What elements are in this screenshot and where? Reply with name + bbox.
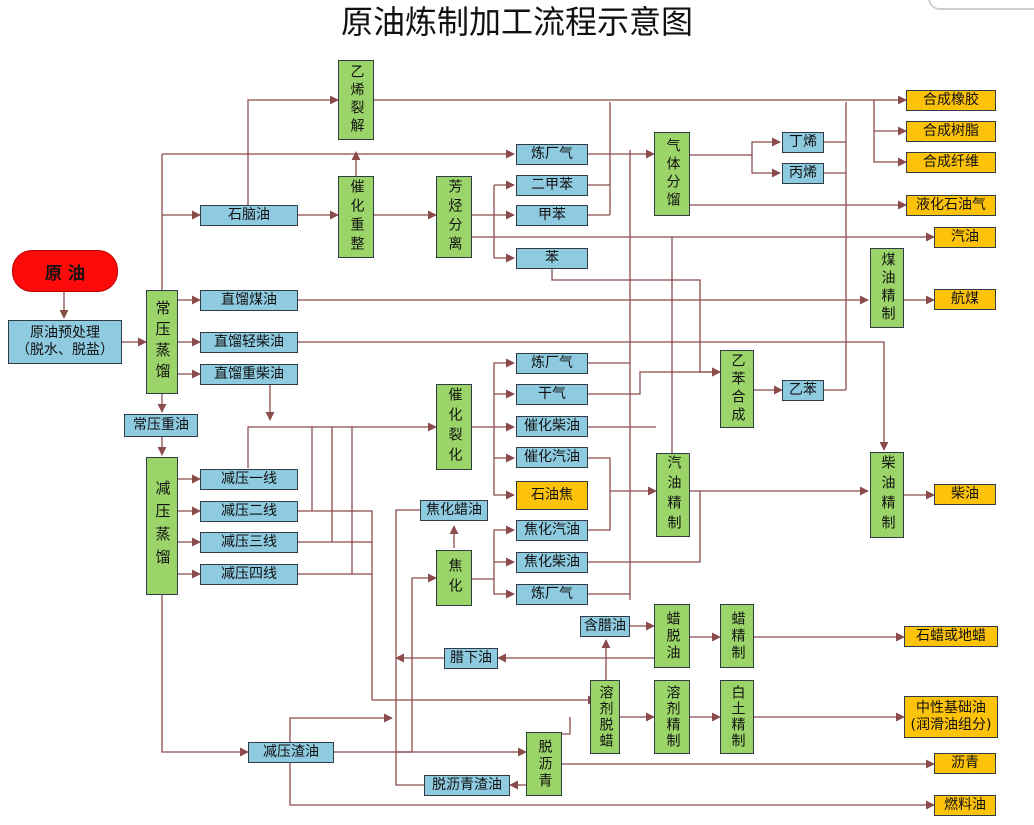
xylene-node: 二甲苯 xyxy=(516,175,588,196)
gasoline-refining-node: 汽油精制 xyxy=(656,453,690,537)
ethylbenzene-synthesis-node: 乙苯合成 xyxy=(720,350,754,428)
atmospheric-distillation-node: 常压蒸馏 xyxy=(146,290,178,394)
gas-fractionation-node: 气体分馏 xyxy=(654,132,690,216)
fcc-diesel-node: 催化柴油 xyxy=(516,416,588,437)
product-jet-fuel: 航煤 xyxy=(934,289,996,310)
petroleum-coke-node: 石油焦 xyxy=(516,481,588,510)
propylene-node: 丙烯 xyxy=(782,163,824,184)
straight-run-heavy-gasoil-node: 直馏重柴油 xyxy=(200,364,298,385)
vacuum-cut-1-node: 减压一线 xyxy=(200,469,298,490)
product-lpg: 液化石油气 xyxy=(906,195,996,216)
refinery-gas-3-node: 炼厂气 xyxy=(516,584,588,605)
benzene-node: 苯 xyxy=(516,248,588,269)
product-synthetic-resin: 合成树脂 xyxy=(906,121,996,142)
vacuum-cut-4-node: 减压四线 xyxy=(200,564,298,585)
refinery-gas-2-node: 炼厂气 xyxy=(516,353,588,374)
coker-gasoil-node: 焦化蜡油 xyxy=(420,500,488,521)
vacuum-cut-3-node: 减压三线 xyxy=(200,532,298,553)
wax-refining-node: 蜡精制 xyxy=(720,604,754,668)
vacuum-distillation-node: 减压蒸馏 xyxy=(146,457,178,595)
wax-deoiling-node: 蜡脱油 xyxy=(654,604,690,668)
page-title: 原油炼制加工流程示意图 xyxy=(340,3,693,41)
diesel-refining-node: 柴油精制 xyxy=(870,452,904,538)
product-diesel: 柴油 xyxy=(934,484,996,505)
coking-node: 焦化 xyxy=(436,550,472,606)
ethylene-cracking-node: 乙烯裂解 xyxy=(338,60,374,140)
catalytic-reforming-node: 催化重整 xyxy=(338,176,374,258)
vacuum-cut-2-node: 减压二线 xyxy=(200,501,298,522)
deasphalting-node: 脱沥青 xyxy=(526,732,562,796)
butylene-node: 丁烯 xyxy=(782,132,824,153)
product-lube-base-oil: 中性基础油 (润滑油组分) xyxy=(904,696,998,738)
fcc-gasoline-node: 催化汽油 xyxy=(516,447,588,468)
pretreatment-node: 原油预处理 （脱水、脱盐） xyxy=(8,320,122,364)
waxy-oil-node: 含腊油 xyxy=(580,616,630,637)
product-asphalt: 沥青 xyxy=(934,753,996,774)
straight-run-kerosene-node: 直馏煤油 xyxy=(200,290,298,311)
product-wax: 石蜡或地蜡 xyxy=(904,626,998,647)
atmospheric-residue-node: 常压重油 xyxy=(124,414,198,437)
coker-gasoline-node: 焦化汽油 xyxy=(516,520,588,541)
kerosene-refining-node: 煤油精制 xyxy=(870,248,904,328)
refinery-gas-1-node: 炼厂气 xyxy=(516,144,588,165)
vacuum-residue-node: 减压渣油 xyxy=(248,742,334,763)
product-synthetic-fiber: 合成纤维 xyxy=(906,152,996,173)
product-synthetic-rubber: 合成橡胶 xyxy=(906,90,996,111)
ethylbenzene-node: 乙苯 xyxy=(782,380,824,401)
naphtha-node: 石脑油 xyxy=(200,205,298,226)
deasphalted-residue-node: 脱沥青渣油 xyxy=(424,775,510,796)
clay-refining-node: 白土精制 xyxy=(720,680,754,754)
coker-diesel-node: 焦化柴油 xyxy=(516,552,588,573)
crude-oil-node: 原 油 xyxy=(12,250,118,292)
solvent-dewaxing-node: 溶剂脱蜡 xyxy=(590,680,620,754)
aromatics-separation-node: 芳烃分离 xyxy=(436,176,472,258)
dry-gas-node: 干气 xyxy=(516,384,588,405)
solvent-refining-node: 溶剂精制 xyxy=(654,680,690,754)
foots-oil-node: 腊下油 xyxy=(444,648,498,669)
toluene-node: 甲苯 xyxy=(516,205,588,226)
catalytic-cracking-node: 催化裂化 xyxy=(436,384,472,470)
product-fuel-oil: 燃料油 xyxy=(934,795,996,816)
straight-run-light-gasoil-node: 直馏轻柴油 xyxy=(200,332,298,353)
product-gasoline: 汽油 xyxy=(934,227,996,248)
